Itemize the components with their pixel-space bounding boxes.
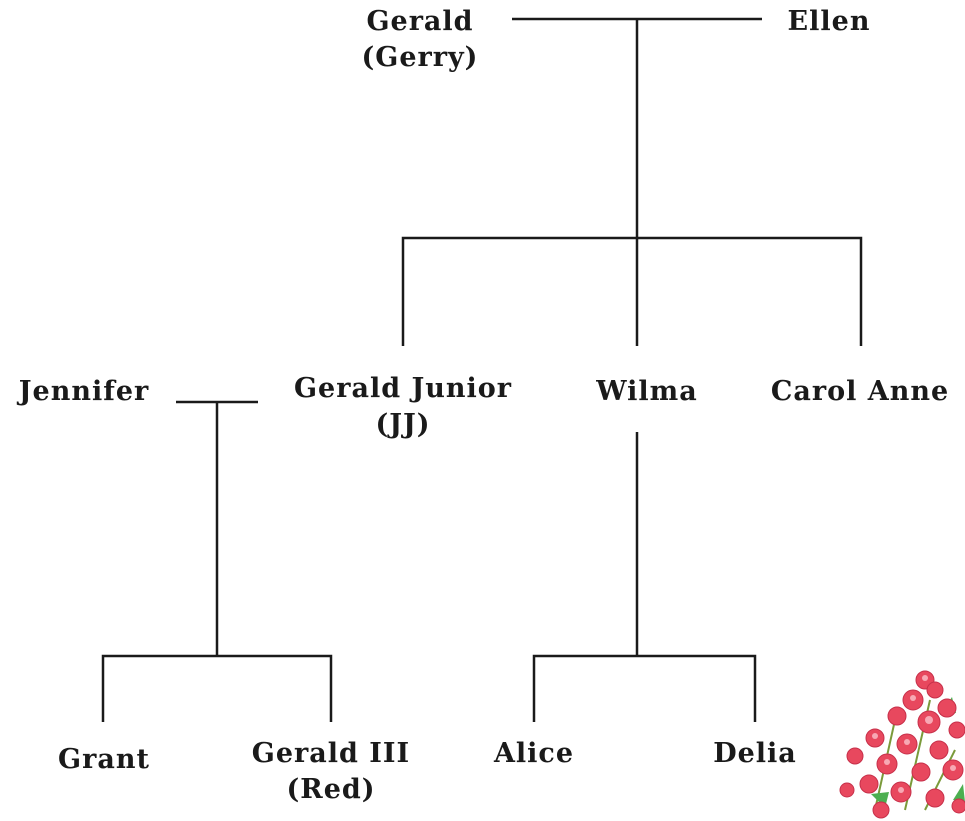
person-nickname: (Red) [286, 774, 376, 805]
sibling-bracket-children [401, 236, 863, 346]
person-name: Gerald III [251, 738, 411, 769]
person-name: Carol Anne [770, 376, 950, 407]
person-gerald-iii: Gerald III (Red) [252, 736, 410, 808]
person-ellen: Ellen [788, 4, 871, 40]
person-delia: Delia [713, 736, 797, 772]
person-jennifer: Jennifer [19, 374, 150, 410]
person-name: Gerald [366, 6, 474, 37]
person-wilma: Wilma [596, 374, 697, 410]
person-name: Ellen [787, 6, 871, 37]
sibling-bracket-jj-children [101, 654, 333, 722]
person-name: Alice [493, 738, 575, 769]
person-gerald-junior: Gerald Junior (JJ) [294, 371, 512, 443]
person-carol-anne: Carol Anne [771, 374, 949, 410]
person-grant: Grant [58, 742, 150, 778]
sibling-bracket-wilma-children [532, 654, 757, 722]
person-gerald: Gerald (Gerry) [362, 4, 479, 76]
flower-bouquet-icon [839, 670, 965, 819]
person-name: Delia [713, 738, 797, 769]
person-nickname: (JJ) [375, 409, 431, 440]
person-name: Grant [58, 744, 150, 775]
person-name: Gerald Junior [293, 373, 513, 404]
person-nickname: (Gerry) [361, 42, 479, 73]
person-name: Wilma [596, 376, 698, 407]
person-alice: Alice [494, 736, 574, 772]
person-name: Jennifer [18, 376, 150, 407]
